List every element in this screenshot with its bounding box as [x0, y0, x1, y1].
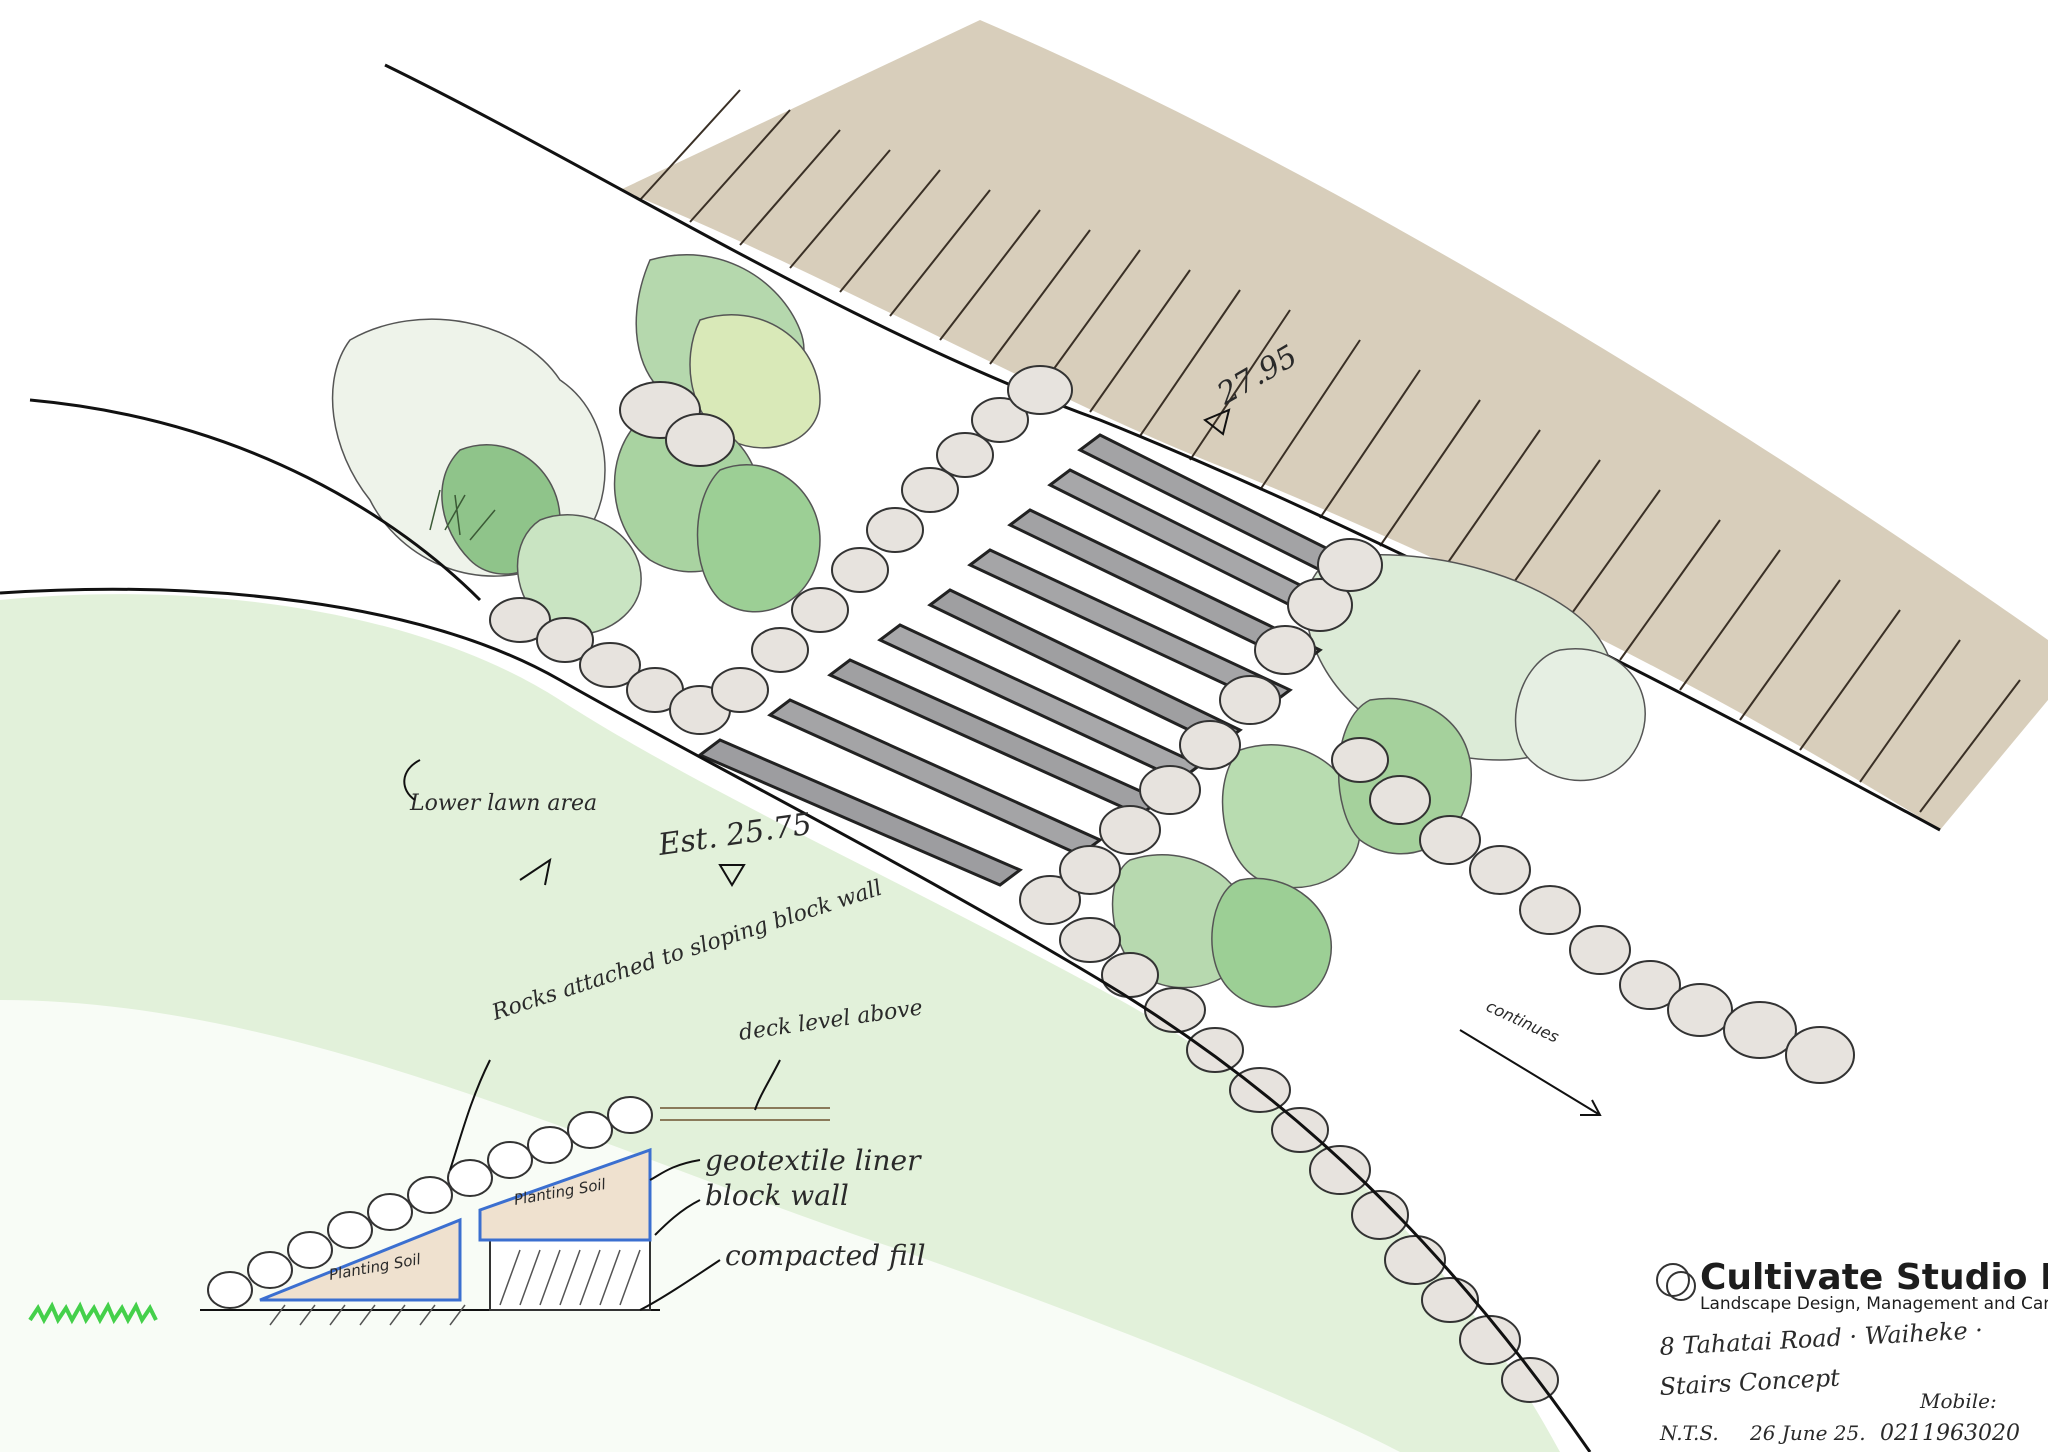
- geotextile-label: geotextile liner: [705, 1144, 922, 1177]
- drawing-label: Stairs Concept: [1659, 1364, 1841, 1401]
- company-tagline: Landscape Design, Management and Care: [1700, 1294, 2048, 1314]
- detail-leaders: [639, 1159, 721, 1311]
- stair-treads: [697, 433, 1343, 887]
- company-title-block: Cultivate Studio Ltd Landscape Design, M…: [1656, 1257, 2048, 1314]
- scale-label: N.T.S.: [1659, 1421, 1719, 1445]
- planting-left: [331, 254, 821, 636]
- lower-lawn-label: Lower lawn area: [409, 791, 597, 816]
- upper-slope-line: [29, 398, 482, 602]
- planting-right: [1111, 554, 1646, 1008]
- mobile-label: Mobile:: [1919, 1389, 1997, 1413]
- date-label: 26 June 25.: [1749, 1421, 1866, 1445]
- lower-lawn-wash-fade: [0, 1000, 1400, 1452]
- existing-level-triangle: [718, 864, 746, 887]
- section-soil-1: [259, 1217, 462, 1302]
- continues-arrow: [1459, 1029, 1602, 1116]
- company-name: Cultivate Studio Ltd: [1700, 1257, 2048, 1298]
- section-hatch-lines: [269, 1249, 641, 1326]
- mobile-number: 0211963020: [1880, 1421, 2020, 1446]
- lower-lawn-arrow: [403, 759, 552, 886]
- compacted-fill-label: compacted fill: [725, 1239, 926, 1272]
- deck-board-lines: [639, 89, 2021, 813]
- deck-edge-line: [384, 63, 1941, 832]
- section-soil-2: [478, 1147, 652, 1242]
- lawn-edge-line: [0, 587, 1592, 1452]
- deck-level-line: [660, 1107, 830, 1121]
- address-label: 8 Tahatai Road · Waiheke ·: [1659, 1316, 1984, 1361]
- section-detail: Planting Soil Planting Soil: [28, 1096, 830, 1326]
- continues-label: continues: [1483, 996, 1562, 1046]
- rocks-note-leader: [449, 1059, 491, 1171]
- rock-wall-left: [489, 365, 1073, 735]
- section-grass: [28, 1301, 158, 1325]
- section-rocks: [207, 1096, 653, 1309]
- deck-level-triangle: [1203, 408, 1231, 436]
- deck-level-above-leader: [754, 1059, 781, 1111]
- timber-deck: [620, 20, 2048, 830]
- block-wall-label: block wall: [705, 1179, 849, 1212]
- logo-circle-overlap-icon: [1666, 1271, 1696, 1301]
